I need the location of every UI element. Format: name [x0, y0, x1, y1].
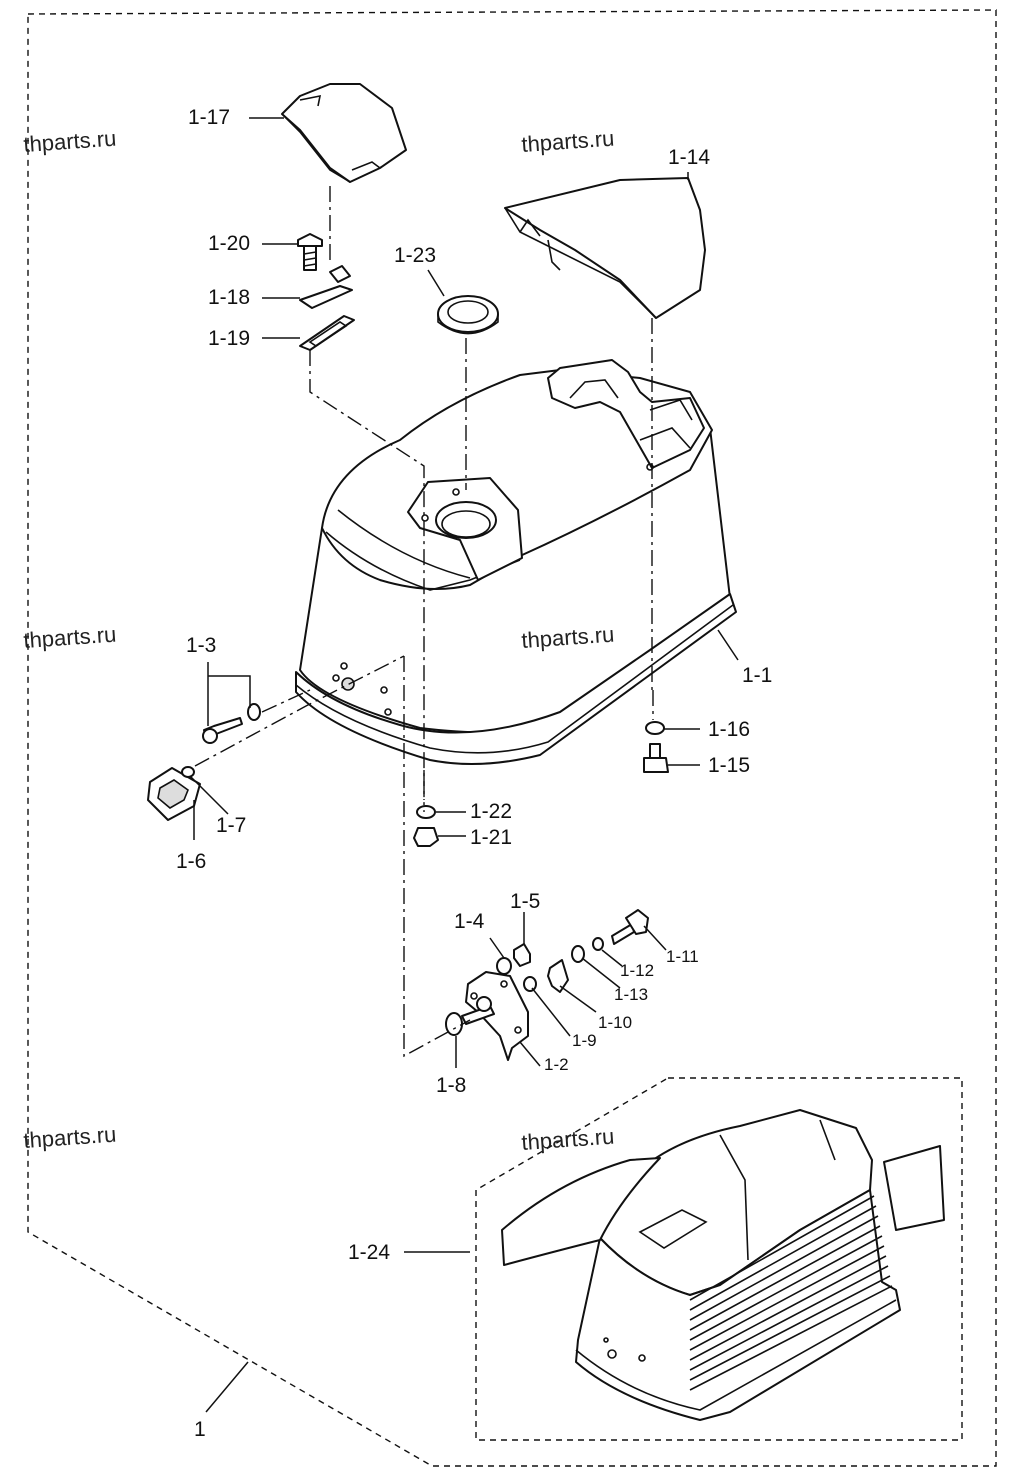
callout-1-8: 1-8: [436, 1074, 466, 1097]
callout-1-13: 1-13: [614, 985, 648, 1004]
callout-1-3: 1-3: [186, 634, 216, 657]
rear-cover-part: [504, 177, 706, 319]
callout-1-7: 1-7: [216, 814, 246, 837]
callout-1-12: 1-12: [620, 961, 654, 980]
callout-1-2: 1-2: [544, 1055, 569, 1074]
grommet-part: [437, 295, 499, 335]
decal-set-part: [501, 1109, 945, 1421]
alignment-lines: [194, 186, 654, 1058]
callout-1-14: 1-14: [668, 146, 710, 169]
callout-1: 1: [194, 1418, 206, 1441]
callout-labels: 1 1-1 1-2 1-3 1-4 1-5 1-6 1-7 1-8 1-9 1-…: [176, 106, 772, 1441]
watermark: thparts.ru: [23, 1122, 117, 1153]
watermark: thparts.ru: [521, 1124, 615, 1155]
watermark: thparts.ru: [23, 622, 117, 653]
watermark: thparts.ru: [23, 126, 117, 157]
callout-1-1: 1-1: [742, 664, 772, 687]
callout-1-17: 1-17: [188, 106, 230, 129]
callout-1-10: 1-10: [598, 1013, 632, 1032]
inset-boundary: [475, 1077, 963, 1441]
top-cowling: [295, 359, 737, 765]
callout-1-20: 1-20: [208, 232, 250, 255]
callout-1-18: 1-18: [208, 286, 250, 309]
watermark: thparts.ru: [521, 126, 615, 157]
callout-1-15: 1-15: [708, 754, 750, 777]
callout-1-19: 1-19: [208, 327, 250, 350]
callout-1-5: 1-5: [510, 890, 540, 913]
leader-lines: [189, 117, 739, 1413]
side-plug-part: [147, 766, 201, 821]
callout-1-9: 1-9: [572, 1031, 597, 1050]
watermarks: thparts.ru thparts.ru thparts.ru thparts…: [23, 126, 615, 1155]
assembly-boundary: [27, 9, 997, 1467]
screw-washer-part: [202, 703, 261, 744]
callout-1-24: 1-24: [348, 1241, 390, 1264]
callout-1-23: 1-23: [394, 244, 436, 267]
callout-1-6: 1-6: [176, 850, 206, 873]
latch-hardware: [297, 233, 355, 351]
decal-stripes: [689, 1195, 893, 1391]
rear-bolt-part: [643, 721, 669, 773]
callout-1-22: 1-22: [470, 800, 512, 823]
callout-1-4: 1-4: [454, 910, 485, 933]
top-cap-part: [281, 83, 407, 183]
callout-1-16: 1-16: [708, 718, 750, 741]
callout-1-11: 1-11: [666, 947, 699, 966]
callout-1-21: 1-21: [470, 826, 512, 849]
nut-washer-part: [413, 805, 439, 847]
